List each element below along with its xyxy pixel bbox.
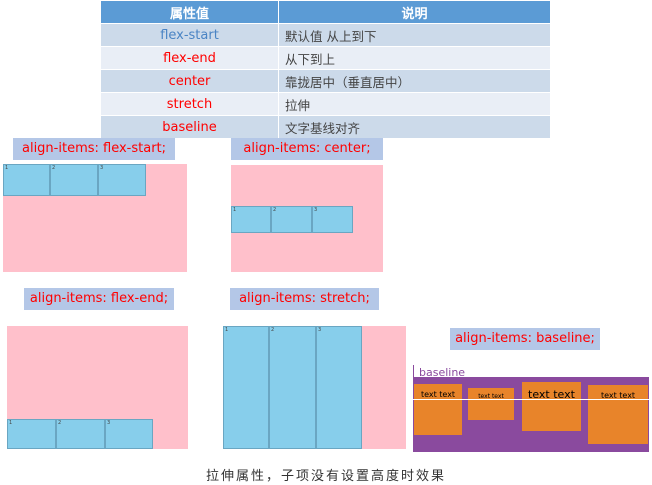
label-flex-end: align-items: flex-end; <box>24 288 174 310</box>
baseline-item: text text <box>588 385 648 444</box>
row-desc: 拉伸 <box>278 92 550 116</box>
container-flex-start: 1 2 3 <box>3 164 187 272</box>
header-desc: 说明 <box>278 1 550 24</box>
baseline-item: text text <box>522 382 581 431</box>
table-header-row: 属性值 说明 <box>101 1 550 24</box>
figure-caption: 拉伸属性，子项没有设置高度时效果 <box>205 469 446 484</box>
property-table: 属性值 说明 flex-start 默认值 从上到下 flex-end 从下到上… <box>101 1 550 139</box>
row-value: baseline <box>101 115 279 139</box>
label-baseline: align-items: baseline; <box>450 328 600 350</box>
table-row: center 靠拢居中（垂直居中） <box>101 69 550 93</box>
row-value: stretch <box>101 92 279 116</box>
item-number: 3 <box>314 207 318 213</box>
flex-item: 2 <box>50 164 98 196</box>
item-number: 1 <box>5 165 9 171</box>
baseline-marker <box>413 365 414 377</box>
item-number: 3 <box>318 327 322 333</box>
item-number: 2 <box>52 165 56 171</box>
row-desc: 默认值 从上到下 <box>278 23 550 47</box>
flex-item: 2 <box>271 206 312 233</box>
label-center: align-items: center; <box>231 138 383 160</box>
label-flex-start: align-items: flex-start; <box>13 138 175 160</box>
flex-item: 3 <box>316 326 362 449</box>
baseline-item: text text <box>468 388 514 420</box>
header-value: 属性值 <box>101 1 279 24</box>
label-stretch: align-items: stretch; <box>230 288 379 310</box>
row-desc: 靠拢居中（垂直居中） <box>278 69 550 93</box>
baseline-guide-line <box>413 399 649 400</box>
container-flex-end: 1 2 3 <box>7 326 188 449</box>
table-row: stretch 拉伸 <box>101 92 550 116</box>
row-value: flex-end <box>101 46 279 70</box>
flex-item: 3 <box>312 206 353 233</box>
flex-item: 1 <box>7 419 56 449</box>
table-row: baseline 文字基线对齐 <box>101 115 550 139</box>
flex-item: 2 <box>269 326 316 449</box>
flex-item: 1 <box>231 206 271 233</box>
item-number: 2 <box>271 327 275 333</box>
item-number: 3 <box>100 165 104 171</box>
baseline-item: text text <box>414 384 462 435</box>
item-number: 1 <box>225 327 229 333</box>
item-number: 2 <box>58 420 62 426</box>
table-row: flex-start 默认值 从上到下 <box>101 23 550 47</box>
item-number: 1 <box>233 207 237 213</box>
baseline-line-label: baseline <box>419 366 466 379</box>
item-number: 1 <box>9 420 13 426</box>
row-value: center <box>101 69 279 93</box>
row-desc: 从下到上 <box>278 46 550 70</box>
row-value: flex-start <box>101 23 279 47</box>
container-stretch: 1 2 3 <box>223 326 406 449</box>
item-number: 2 <box>273 207 277 213</box>
row-desc: 文字基线对齐 <box>278 115 550 139</box>
flex-item: 1 <box>223 326 269 449</box>
flex-item: 3 <box>105 419 153 449</box>
flex-item: 1 <box>3 164 50 196</box>
container-center: 1 2 3 <box>231 165 383 272</box>
item-number: 3 <box>107 420 111 426</box>
flex-item: 3 <box>98 164 146 196</box>
flex-item: 2 <box>56 419 105 449</box>
table-row: flex-end 从下到上 <box>101 46 550 70</box>
